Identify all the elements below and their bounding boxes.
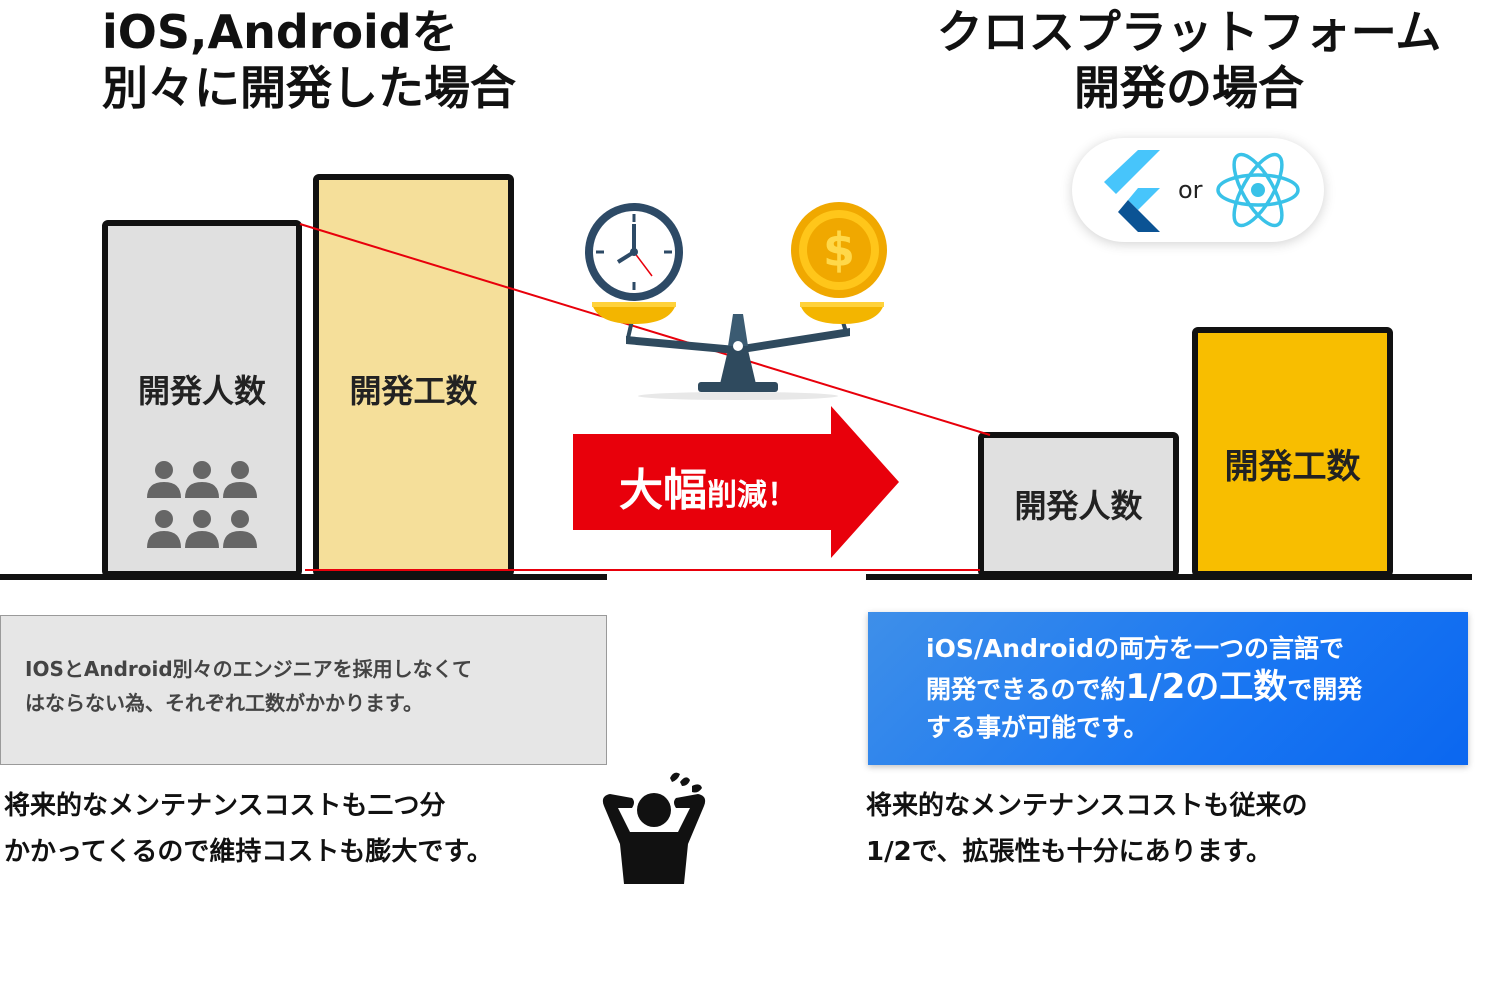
svg-text:$: $	[823, 223, 855, 277]
clock-icon	[585, 203, 683, 301]
right-note-emphasis: 1/2の工数	[1125, 667, 1288, 707]
right-note-line2-post: で開発	[1287, 675, 1363, 704]
balance-scale-icon	[592, 302, 884, 400]
right-title: クロスプラットフォーム 開発の場合	[906, 4, 1472, 116]
left-bottom-text: 将来的なメンテナンスコストも二つ分 かかってくるので維持コストも膨大です。	[4, 783, 493, 875]
right-note-line2: 開発できるので約1/2の工数で開発	[926, 668, 1428, 709]
left-people-box: 開発人数	[102, 220, 302, 577]
left-people-label: 開発人数	[137, 372, 266, 410]
reduction-arrow: 大幅削減！	[573, 406, 899, 558]
arrow-small-text: 削減！	[707, 478, 797, 513]
left-ground-line	[0, 574, 607, 580]
left-title: iOS,Androidを 別々に開発した場合	[102, 4, 516, 116]
right-bottom-line1: 将来的なメンテナンスコストも従来の	[866, 791, 1308, 821]
right-bottom-line2: 1/2で、拡張性も十分にあります。	[866, 837, 1273, 867]
right-people-box: 開発人数	[978, 432, 1179, 577]
right-note-line2-pre: 開発できるので約	[926, 675, 1126, 704]
arrow-big-text: 大幅	[619, 465, 707, 516]
right-ground-line	[866, 574, 1472, 580]
right-effort-box: 開発工数	[1192, 327, 1393, 577]
or-text: or	[1178, 176, 1203, 204]
arrow-shape	[573, 406, 899, 558]
right-note-box: iOS/Androidの両方を一つの言語で 開発できるので約1/2の工数で開発 …	[868, 612, 1468, 765]
right-people-label: 開発人数	[1014, 486, 1143, 525]
framework-pill: or	[1072, 138, 1324, 242]
right-note-line3: する事が可能です。	[926, 713, 1149, 742]
dollar-coin-icon: $	[791, 202, 887, 298]
left-bottom-line1: 将来的なメンテナンスコストも二つ分	[4, 791, 446, 821]
left-title-line2: 別々に開発した場合	[102, 61, 516, 115]
left-effort-label: 開発工数	[349, 372, 478, 410]
left-effort-box: 開発工数	[313, 174, 514, 577]
right-note-line1: iOS/Androidの両方を一つの言語で	[926, 634, 1344, 663]
stressed-person-icon	[602, 772, 706, 884]
right-bottom-text: 将来的なメンテナンスコストも従来の 1/2で、拡張性も十分にあります。	[866, 783, 1307, 875]
left-note-line2: はならない為、それぞれ工数がかかります。	[25, 691, 423, 715]
right-title-line2: 開発の場合	[1074, 61, 1304, 115]
arrow-label: 大幅削減！	[619, 454, 797, 518]
right-effort-label: 開発工数	[1224, 447, 1361, 487]
react-logo-icon	[1216, 152, 1300, 228]
people-group-icon	[147, 461, 257, 548]
left-note-line1: IOSとAndroid別々のエンジニアを採用しなくて	[25, 657, 473, 681]
flutter-logo-icon	[1104, 150, 1160, 232]
right-title-line1: クロスプラットフォーム	[936, 5, 1442, 59]
left-bottom-line2: かかってくるので維持コストも膨大です。	[4, 837, 493, 867]
left-title-line1: iOS,Androidを	[102, 5, 458, 59]
left-note-box: IOSとAndroid別々のエンジニアを採用しなくて はならない為、それぞれ工数…	[0, 615, 607, 765]
